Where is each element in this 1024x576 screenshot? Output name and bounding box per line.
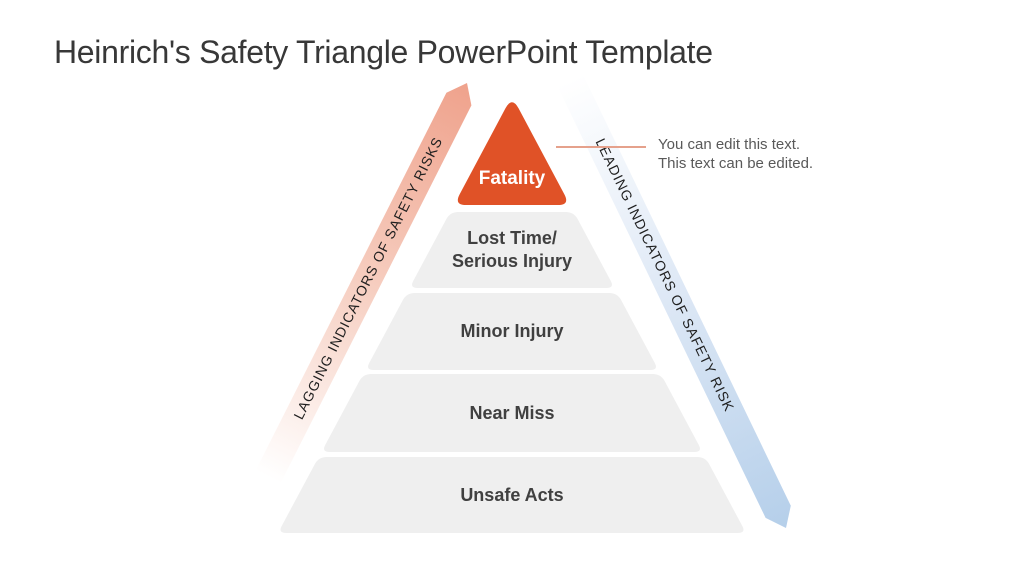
slide-title: Heinrich's Safety Triangle PowerPoint Te… — [54, 34, 713, 70]
right-ribbon-label: LEADING INDICATORS OF SAFETY RISK — [593, 136, 738, 415]
level-lost-time-shape — [411, 212, 613, 288]
level-near-miss-shape — [323, 374, 701, 452]
level-unsafe-acts-label: Unsafe Acts — [460, 485, 563, 505]
level-near-miss-label: Near Miss — [469, 403, 554, 423]
level-fatality-shape — [457, 102, 567, 205]
level-minor-injury-shape — [367, 293, 657, 370]
annotation-text-line2: This text can be edited. — [658, 155, 813, 172]
annotation-text-line1: You can edit this text. — [658, 136, 800, 153]
left-ribbon-shape — [255, 83, 472, 484]
annotation-callout: You can edit this text. This text can be… — [556, 136, 813, 172]
level-minor-injury-label: Minor Injury — [461, 321, 564, 341]
level-fatality-label: Fatality — [479, 168, 546, 189]
level-unsafe-acts-shape — [280, 457, 744, 533]
right-ribbon-shape — [557, 73, 791, 529]
level-lost-time-label-line1: Lost Time/ — [467, 228, 557, 248]
level-lost-time-label-line2: Serious Injury — [452, 251, 572, 271]
annotation-text: You can edit this text. This text can be… — [658, 136, 813, 172]
pyramid: Fatality Lost Time/ Serious Injury Minor… — [280, 102, 744, 533]
